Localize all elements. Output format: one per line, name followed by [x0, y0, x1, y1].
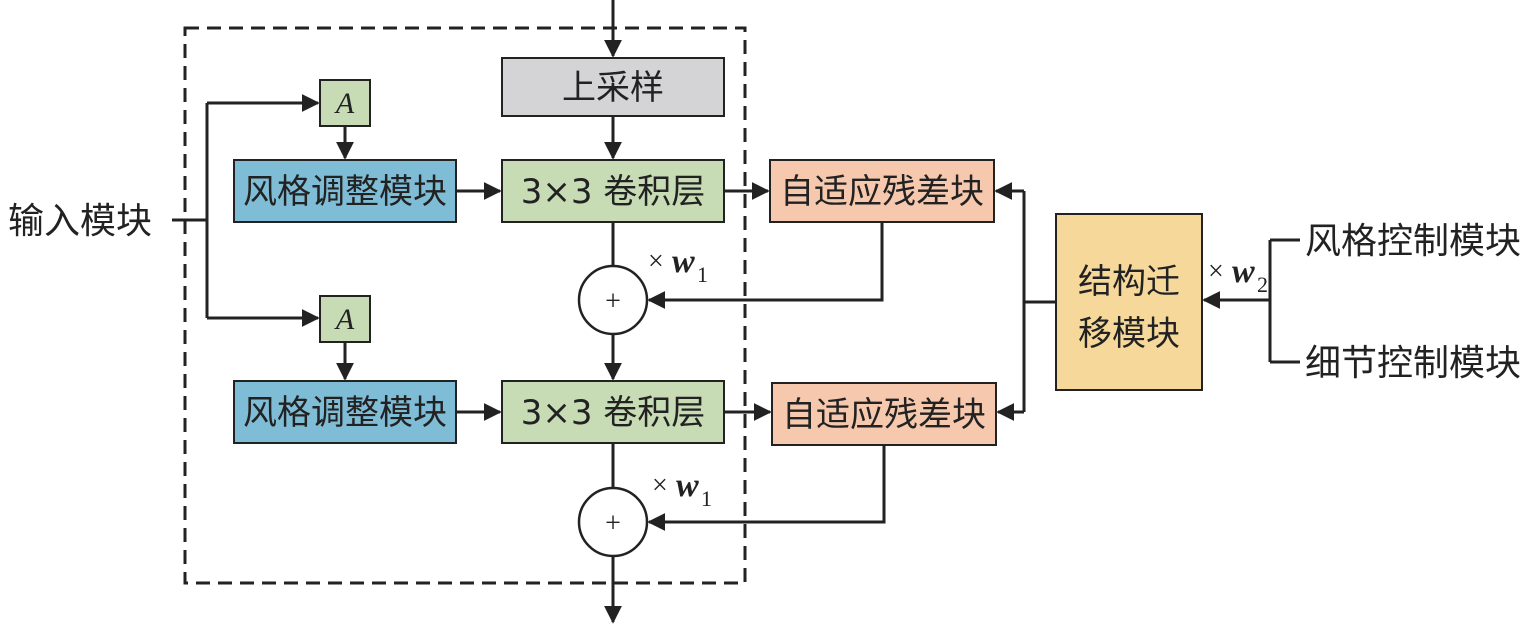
- weight-symbol-w1-bottom: w: [676, 467, 699, 504]
- residual-label-top: 自适应残差块: [780, 172, 984, 212]
- weight-times-w1-top: ×: [648, 246, 664, 277]
- input-label: 输入模块: [8, 201, 152, 242]
- conv-label-top: 3×3 卷积层: [521, 172, 706, 212]
- weight-times-w1-bottom: ×: [652, 470, 668, 501]
- residual-label-bottom: 自适应残差块: [782, 395, 986, 435]
- weight-label-w1-top: × w 1: [648, 243, 708, 287]
- style-adjust-box-top: [233, 159, 457, 223]
- weight-symbol-w1-top: w: [672, 243, 695, 280]
- structure-transfer-box: [1055, 213, 1203, 391]
- conv-label-bottom: 3×3 卷积层: [521, 393, 706, 433]
- upsample-box: [501, 57, 725, 117]
- weight-times-w2: ×: [1208, 256, 1224, 287]
- conv-box-top: [501, 159, 725, 223]
- attention-label-bottom: A: [334, 303, 355, 336]
- sum-symbol-bottom: +: [605, 508, 621, 539]
- residual-feedback-bottom: [647, 445, 886, 531]
- style-control-label: 风格控制模块: [1305, 221, 1521, 262]
- structure-transfer-label-line1: 结构迁: [1078, 262, 1180, 302]
- attention-label-top: A: [334, 87, 355, 120]
- residual-feedback-top: [647, 222, 884, 309]
- weight-symbol-w2: w: [1232, 253, 1255, 290]
- style-adjust-label-bottom: 风格调整模块: [243, 393, 447, 433]
- upsample-label: 上采样: [562, 68, 664, 108]
- style-adjust-label-top: 风格调整模块: [243, 172, 447, 212]
- structure-transfer-label-line2: 移模块: [1078, 314, 1180, 354]
- dashed-boundary: [183, 26, 747, 585]
- residual-box-top: [769, 159, 995, 223]
- weight-subscript-w1-bottom: 1: [701, 486, 712, 511]
- weight-label-w1-bottom: × w 1: [652, 467, 712, 511]
- weight-label-w2: × w 2: [1208, 253, 1268, 297]
- weight-subscript-w2: 2: [1257, 272, 1268, 297]
- weight-subscript-w1-top: 1: [697, 262, 708, 287]
- attention-box-top: [319, 79, 371, 127]
- sum-symbol-top: +: [605, 286, 621, 317]
- detail-control-label: 细节控制模块: [1305, 343, 1521, 384]
- residual-box-bottom: [771, 382, 997, 446]
